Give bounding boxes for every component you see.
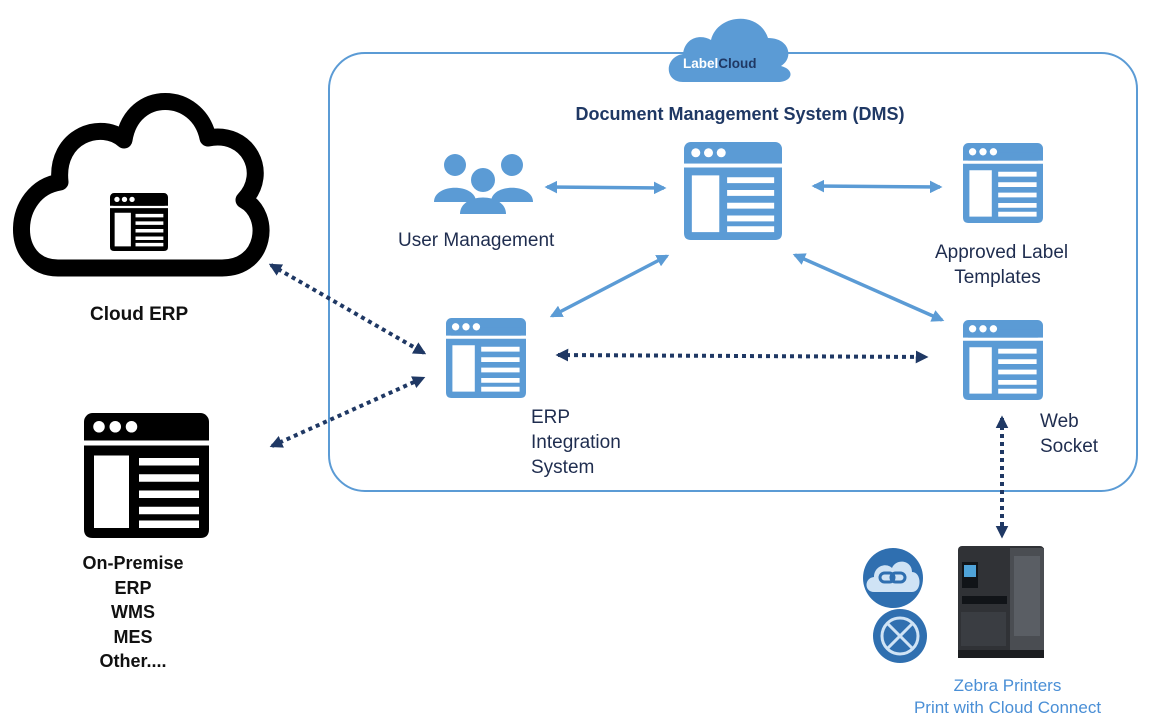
labelcloud-cloud-shape	[668, 18, 791, 82]
arrow-dms-erp-integration	[549, 254, 670, 318]
on-premise-line-3: WMS	[111, 602, 155, 622]
zebra-line-1: Zebra Printers	[953, 676, 1062, 695]
dms-app-icon	[684, 142, 782, 240]
websocket-label: Web Socket	[1040, 409, 1098, 459]
dms-links	[544, 179, 945, 322]
arrow-dms-templates	[811, 179, 943, 194]
websocket-icon	[963, 320, 1043, 400]
arrow-users-dms	[544, 180, 667, 195]
on-premise-line-2: ERP	[114, 577, 152, 598]
dotted-arrow-onprem	[269, 376, 426, 448]
cloud-outline-shape	[13, 93, 270, 277]
users-icon	[434, 154, 533, 214]
erp-integration-line-2: Integration	[531, 432, 621, 453]
cloud-erp-app-icon	[110, 193, 168, 251]
erp-integration-line-3: System	[531, 457, 595, 478]
user-management-label: User Management	[398, 230, 555, 251]
on-premise-line-1: On-Premise	[82, 553, 184, 573]
brand-label-text: Label	[683, 56, 718, 71]
onprem-app-icon	[84, 413, 209, 538]
zebra-printer-icon	[958, 546, 1044, 658]
cloud-connect-icon	[863, 548, 923, 608]
link-os-icon	[873, 609, 927, 663]
zebra-line-2: Print with Cloud Connect	[913, 698, 1102, 717]
cloud-erp-label: Cloud ERP	[90, 304, 189, 325]
erp-integration-icon	[446, 318, 526, 398]
dotted-arrow-cloud-erp	[268, 263, 427, 355]
dotted-arrow-erp-websocket	[555, 348, 929, 364]
labelcloud-logo: LabelCloud	[668, 18, 791, 82]
on-premise-line-5: Other....	[99, 651, 167, 671]
dms-title: Document Management System (DMS)	[575, 104, 905, 124]
svg-text:LabelCloud: LabelCloud	[683, 56, 757, 71]
websocket-line-1: Web	[1040, 411, 1079, 432]
on-premise-line-4: MES	[113, 626, 153, 647]
brand-cloud-text: Cloud	[718, 56, 756, 71]
zebra-printers-label: Zebra Printers Print with Cloud Connect	[880, 675, 1135, 719]
cloud-erp-icon	[13, 93, 270, 277]
approved-templates-icon	[963, 143, 1043, 223]
arrow-dms-websocket	[792, 253, 945, 322]
websocket-line-2: Socket	[1040, 436, 1099, 457]
erp-integration-line-1: ERP	[531, 407, 571, 428]
approved-templates-label: Approved Label Templates	[935, 240, 1069, 290]
approved-templates-line-1: Approved Label	[935, 242, 1069, 263]
erp-integration-label: ERP Integration System	[531, 405, 621, 480]
on-premise-label: On-Premise ERP WMS MES Other....	[70, 551, 196, 674]
integration-links	[268, 263, 1009, 539]
approved-templates-line-2: Templates	[954, 267, 1041, 288]
